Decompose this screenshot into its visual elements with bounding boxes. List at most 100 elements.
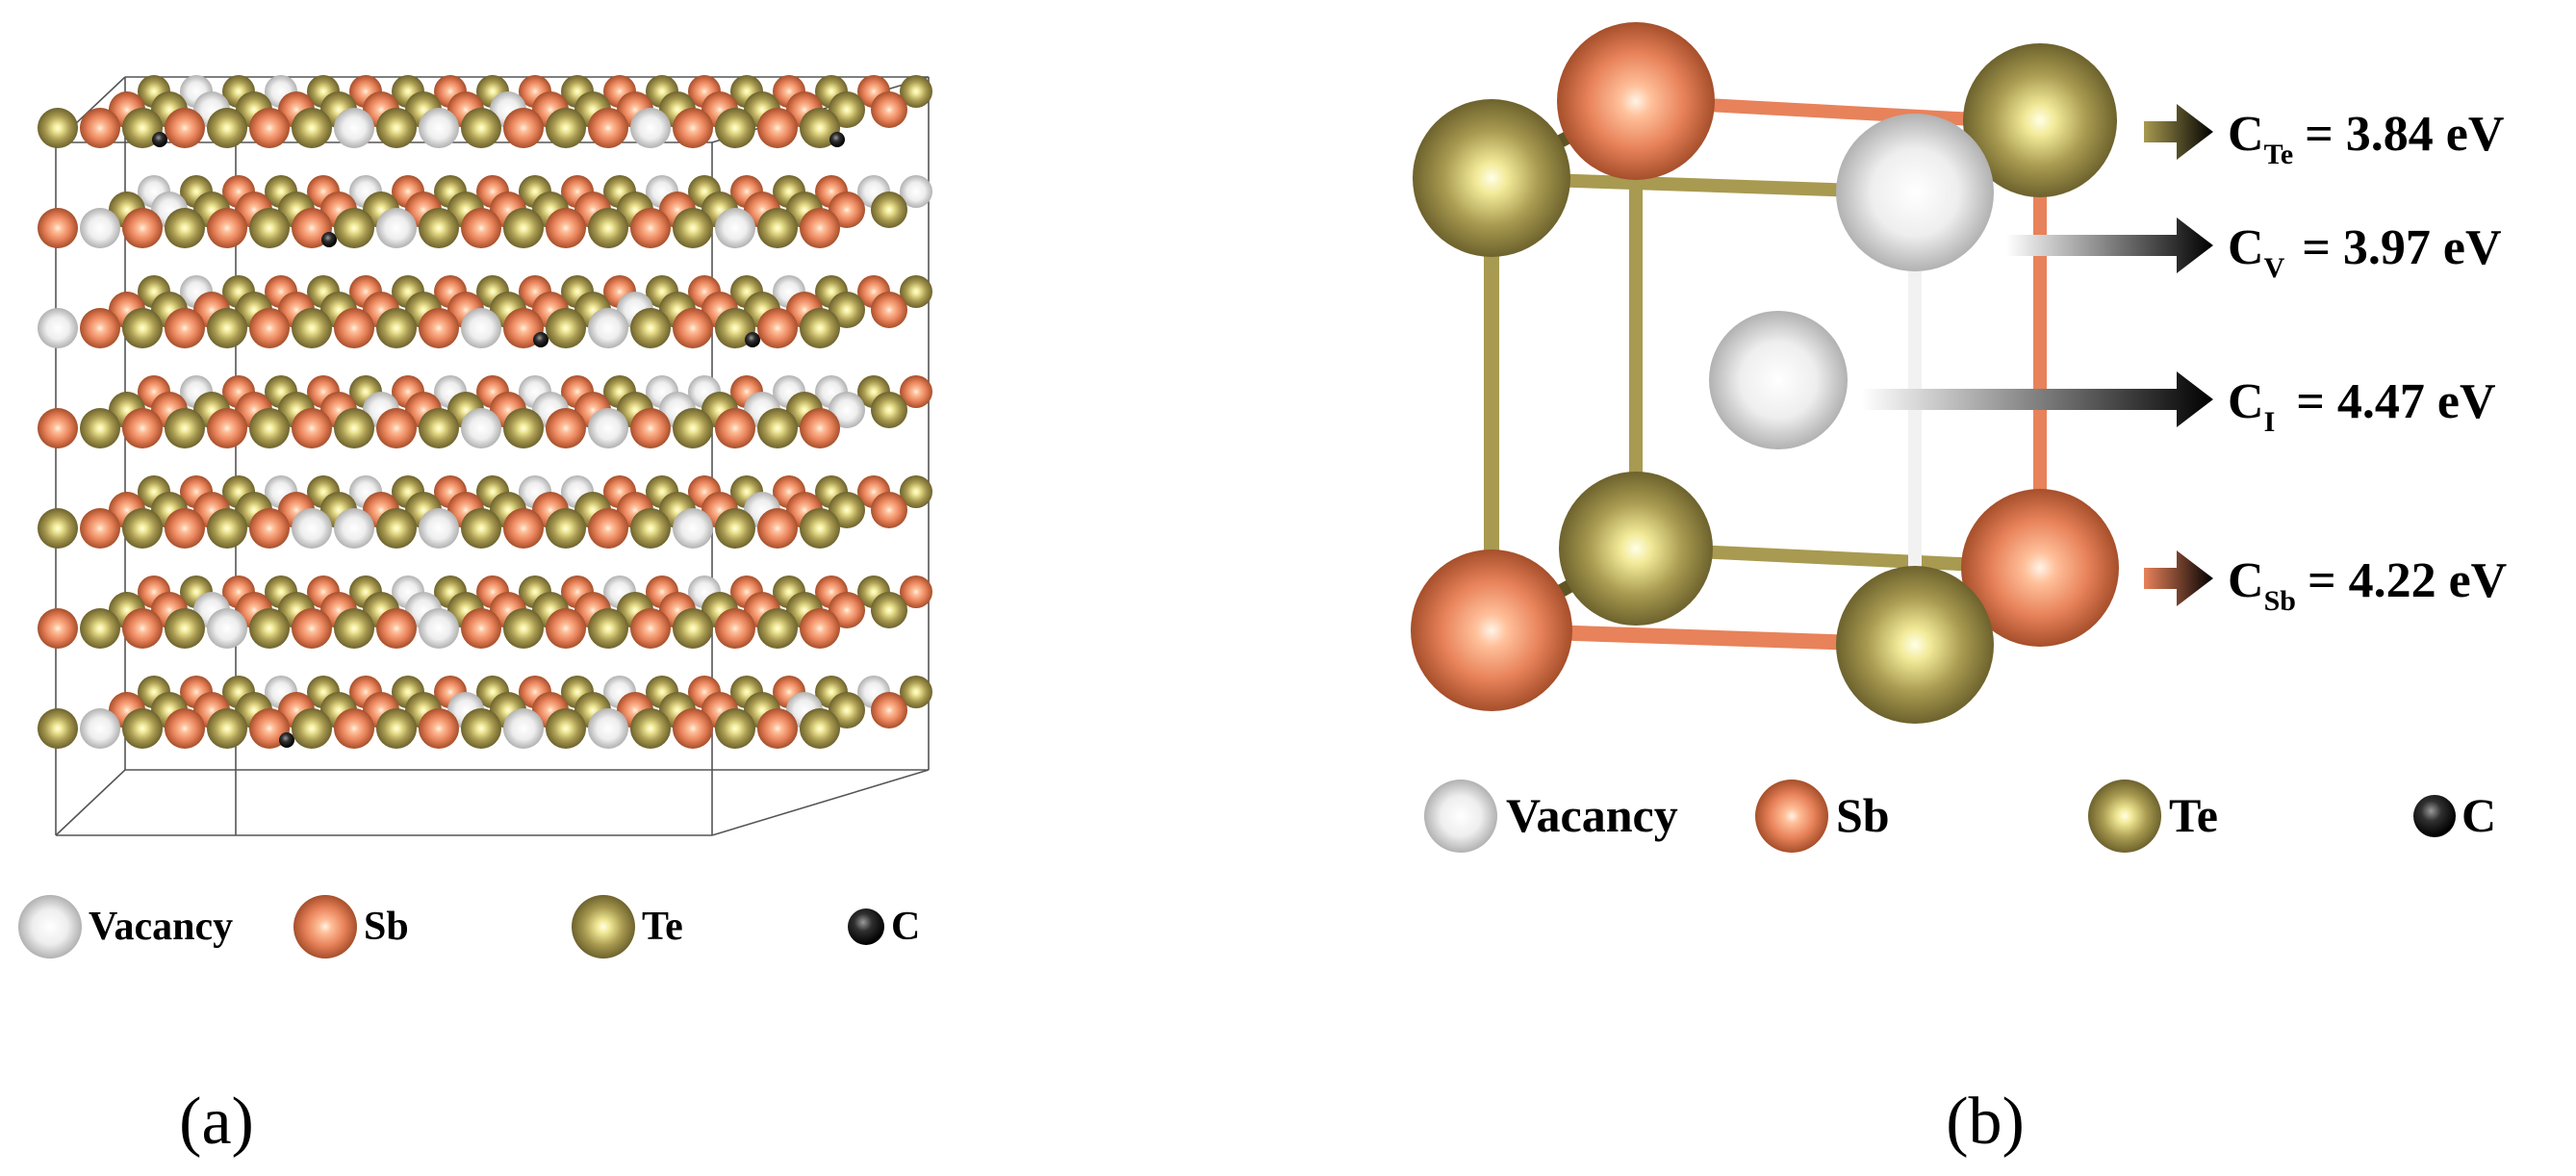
vacancy-atom [461,408,501,448]
carbon-atom [829,132,845,147]
te-atom [334,208,374,248]
te-atom [165,608,205,649]
legend-b-sb-label: Sb [1836,788,1890,842]
te-atom [334,408,374,448]
sb-atom [165,308,205,348]
vacancy-atom [588,408,628,448]
te-atom [1963,43,2117,197]
te-atom [292,308,332,348]
vacancy-atom [376,208,417,248]
label-c-te: CTe= 3.84 eV [2228,107,2504,170]
te-atom [461,108,501,148]
energy-labels: CTe= 3.84 eV CV= 3.97 eV CI= 4.47 eV CSb… [2228,107,2507,617]
vacancy-atom [461,308,501,348]
sb-atom [546,208,586,248]
sb-atom [1557,22,1715,180]
sb-atom [630,408,671,448]
te-atom [292,708,332,749]
te-atom [546,108,586,148]
te-atom [207,308,247,348]
sb-atom [122,208,163,248]
te-atom [165,408,205,448]
sb-atom [800,208,840,248]
vacancy-atom [630,108,671,148]
te-atom [800,308,840,348]
vacancy-atom [419,108,459,148]
carbon-atom [152,132,167,147]
sb-atom [715,608,755,649]
te-atom [1413,99,1570,257]
sb-atom [900,575,932,608]
te-atom [38,108,78,148]
te-atom [800,508,840,549]
legend-a: Vacancy Sb Te C [18,895,920,959]
caption-a: (a) [179,1085,254,1159]
te-atom [588,608,628,649]
vacancy-site-atom [1836,114,1994,271]
te-atom [207,508,247,549]
te-atom [546,308,586,348]
sb-atom [38,208,78,248]
vacancy-atom [419,608,459,649]
energy-arrows [1862,104,2213,606]
te-atom [588,208,628,248]
sb-atom [419,708,459,749]
te-atom [757,608,798,649]
sb-atom [165,708,205,749]
te-atom [38,708,78,749]
legend-a-sb-label: Sb [364,905,409,949]
legend-a-vacancy-label: Vacancy [89,905,233,949]
te-atom [871,192,907,228]
te-atom [630,708,671,749]
vacancy-atom [673,508,713,549]
te-atom [900,75,932,108]
arrow-c-i [1862,371,2213,427]
te-atom [122,308,163,348]
sb-atom [673,308,713,348]
sb-atom [546,408,586,448]
vacancy-atom [588,708,628,749]
supercell-atoms [38,75,932,749]
sb-atom [503,508,544,549]
sb-atom [1961,489,2119,647]
te-atom [503,208,544,248]
te-atom [900,676,932,708]
te-atom [900,475,932,508]
sb-atom [800,408,840,448]
vacancy-atom [900,175,932,208]
sb-atom [871,692,907,729]
c-legend-icon [2413,795,2456,837]
carbon-atom [533,332,548,347]
te-atom [715,508,755,549]
legend-b: Vacancy Sb Te C [1424,780,2496,853]
te-atom [207,108,247,148]
te-atom [419,408,459,448]
sb-atom [334,308,374,348]
sb-atom [419,308,459,348]
te-atom [80,408,120,448]
sb-atom [376,408,417,448]
te-atom [80,608,120,649]
sb-atom [588,108,628,148]
sb-atom [673,708,713,749]
te-legend-icon [2088,780,2161,853]
te-atom [376,508,417,549]
sb-atom [461,608,501,649]
te-atom [757,208,798,248]
sb-atom [503,108,544,148]
vacancy-legend-icon [18,895,82,959]
sb-legend-icon [293,895,357,959]
vacancy-atom [419,508,459,549]
te-atom [1559,472,1713,626]
sb-atom [630,608,671,649]
te-atom [122,508,163,549]
legend-a-c-label: C [891,905,920,949]
label-c-v: CV= 3.97 eV [2228,220,2502,284]
sb-atom [546,608,586,649]
te-atom [757,408,798,448]
sb-atom [249,308,290,348]
vacancy-atom [207,608,247,649]
te-atom [292,108,332,148]
sb-atom [165,108,205,148]
sb-atom [80,308,120,348]
